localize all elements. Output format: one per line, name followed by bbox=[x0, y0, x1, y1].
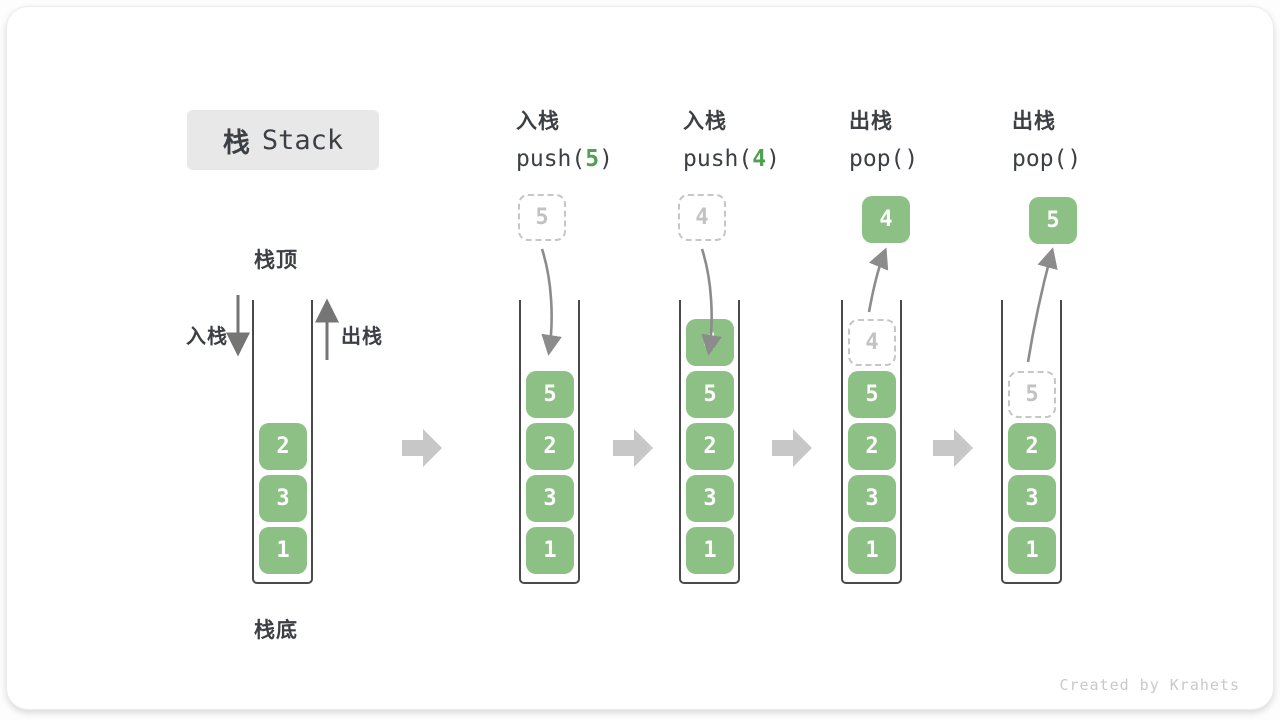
floating-ghost-block: 5 bbox=[518, 194, 566, 241]
stack-block: 2 bbox=[686, 423, 734, 470]
push-side-label: 入栈 bbox=[186, 326, 228, 348]
stack-block: 5 bbox=[686, 371, 734, 418]
title-en: Stack bbox=[261, 124, 344, 156]
stack-block: 1 bbox=[686, 527, 734, 574]
operation-pop-2: 出栈 pop() bbox=[1012, 104, 1081, 178]
operation-pop-1: 出栈 pop() bbox=[849, 104, 918, 178]
code-pre: push( bbox=[516, 146, 586, 172]
stack-block: 2 bbox=[1008, 423, 1056, 470]
stack-block: 3 bbox=[848, 475, 896, 522]
stack-block: 1 bbox=[259, 527, 307, 574]
stack-block: 1 bbox=[1008, 527, 1056, 574]
popped-block: 5 bbox=[1029, 197, 1077, 244]
operation-code: push(5) bbox=[516, 140, 613, 178]
stack-block: 3 bbox=[526, 475, 574, 522]
diagram-title: 栈 Stack bbox=[187, 110, 379, 170]
stack-block: 1 bbox=[848, 527, 896, 574]
code-pre: pop( bbox=[1012, 146, 1068, 172]
stack-block: 5 bbox=[526, 371, 574, 418]
code-post: ) bbox=[1067, 146, 1082, 172]
code-post: ) bbox=[599, 146, 613, 172]
operation-push-5: 入栈 push(5) bbox=[516, 104, 613, 178]
stack-block: 3 bbox=[259, 475, 307, 522]
stack-block: 3 bbox=[1008, 475, 1056, 522]
operation-label: 出栈 bbox=[849, 110, 893, 133]
floating-ghost-block: 4 bbox=[678, 194, 726, 241]
operation-label: 出栈 bbox=[1012, 110, 1056, 133]
ghost-slot-block: 4 bbox=[848, 319, 896, 366]
popped-block: 4 bbox=[862, 196, 910, 243]
operation-label: 入栈 bbox=[683, 110, 727, 133]
code-pre: push( bbox=[683, 146, 753, 172]
code-arg: 5 bbox=[585, 146, 600, 172]
operation-code: pop() bbox=[849, 140, 918, 178]
operation-label: 入栈 bbox=[516, 110, 560, 133]
stack-block: 2 bbox=[848, 423, 896, 470]
stack-block: 2 bbox=[526, 423, 574, 470]
transition-arrow-icon bbox=[613, 429, 653, 467]
stack-bottom-label: 栈底 bbox=[254, 619, 298, 642]
transition-arrow-icon bbox=[772, 429, 812, 467]
code-post: ) bbox=[766, 146, 780, 172]
code-post: ) bbox=[904, 146, 919, 172]
stack-top-label: 栈顶 bbox=[254, 249, 298, 272]
stack-block: 3 bbox=[686, 475, 734, 522]
code-pre: pop( bbox=[849, 146, 905, 172]
transition-arrow-icon bbox=[402, 429, 442, 467]
watermark: Created by Krahets bbox=[1059, 676, 1240, 694]
ghost-slot-block: 5 bbox=[1008, 371, 1056, 418]
operation-push-4: 入栈 push(4) bbox=[683, 104, 780, 178]
stack-block: 5 bbox=[848, 371, 896, 418]
operation-code: pop() bbox=[1012, 140, 1081, 178]
operation-code: push(4) bbox=[683, 140, 780, 178]
stack-block: 2 bbox=[259, 423, 307, 470]
code-arg: 4 bbox=[752, 146, 767, 172]
stack-block: 4 bbox=[686, 319, 734, 366]
stack-block: 1 bbox=[526, 527, 574, 574]
title-zh: 栈 bbox=[222, 127, 250, 158]
pop-side-label: 出栈 bbox=[341, 326, 383, 348]
transition-arrow-icon bbox=[933, 429, 973, 467]
